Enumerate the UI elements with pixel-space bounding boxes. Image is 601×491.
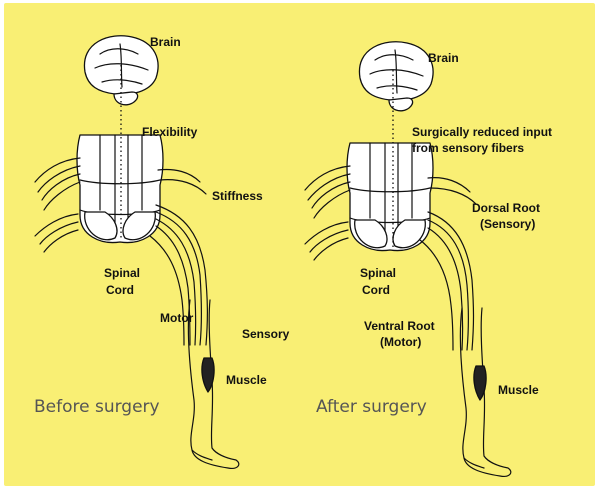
before-spinal-label-2: Cord <box>106 283 134 297</box>
before-muscle-icon <box>201 357 215 393</box>
before-left-nerve-roots <box>34 157 81 253</box>
after-spinal-label-1: Spinal <box>360 266 396 280</box>
before-motor-label: Motor <box>160 311 194 325</box>
before-sensory-label: Sensory <box>242 327 290 341</box>
before-flexibility-label: Flexibility <box>142 125 198 139</box>
after-left-nerve-roots <box>304 165 351 261</box>
before-caption: Before surgery <box>34 397 160 417</box>
after-dorsal-label-1: Dorsal Root <box>472 201 540 215</box>
before-spinal-label-1: Spinal <box>104 266 140 280</box>
before-stiffness-label: Stiffness <box>212 189 263 203</box>
before-spinal-cord-icon <box>76 134 164 244</box>
after-reduced-label-1: Surgically reduced input <box>412 125 552 139</box>
after-reduced-label-2: from sensory fibers <box>412 141 524 155</box>
before-muscle-label: Muscle <box>226 373 267 387</box>
before-brain-label: Brain <box>150 35 181 49</box>
after-brain-icon <box>358 41 434 112</box>
before-right-nerve-roots <box>149 168 208 346</box>
after-diagram: Brain Surgically reduced input from sens… <box>304 41 552 477</box>
after-spinal-cord-icon <box>346 142 434 252</box>
after-brain-label: Brain <box>428 51 459 65</box>
after-dorsal-label-2: (Sensory) <box>480 217 535 231</box>
after-spinal-label-2: Cord <box>362 283 390 297</box>
after-ventral-label-2: (Motor) <box>380 335 421 349</box>
after-muscle-label: Muscle <box>498 383 539 397</box>
after-caption: After surgery <box>316 397 427 417</box>
before-diagram: Brain Flexibility Stiffness Spinal Cord … <box>34 35 290 469</box>
after-right-nerve-roots <box>419 177 477 351</box>
after-ventral-label-1: Ventral Root <box>364 319 435 333</box>
after-muscle-icon <box>473 365 487 401</box>
